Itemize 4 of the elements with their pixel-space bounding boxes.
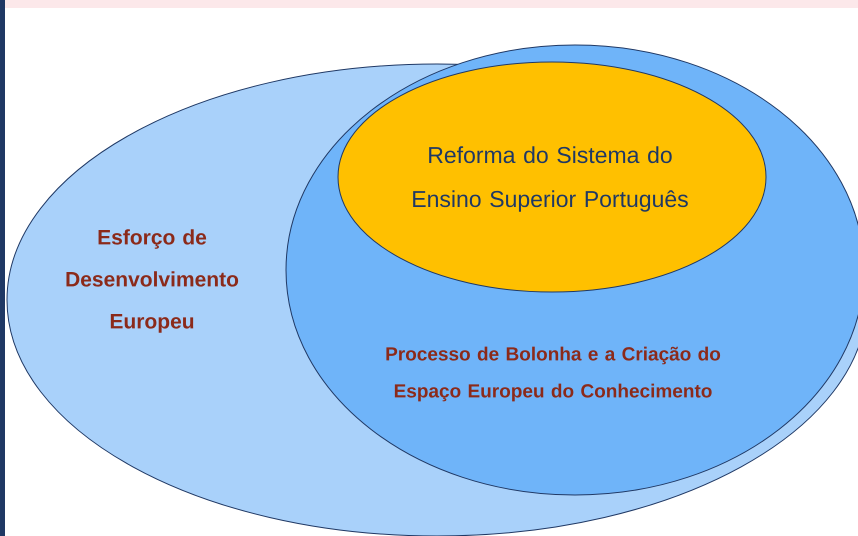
ellipse-label: Processo de Bolonha e a Criação do Espaço Europeu do Conhecimento: [386, 346, 720, 402]
ellipse-label: Esforço de Desenvolvimento Europeu: [66, 229, 238, 333]
inner-ellipse: [338, 62, 766, 292]
ellipse-label: Reforma do Sistema do Ensino Superior Português: [413, 146, 688, 212]
